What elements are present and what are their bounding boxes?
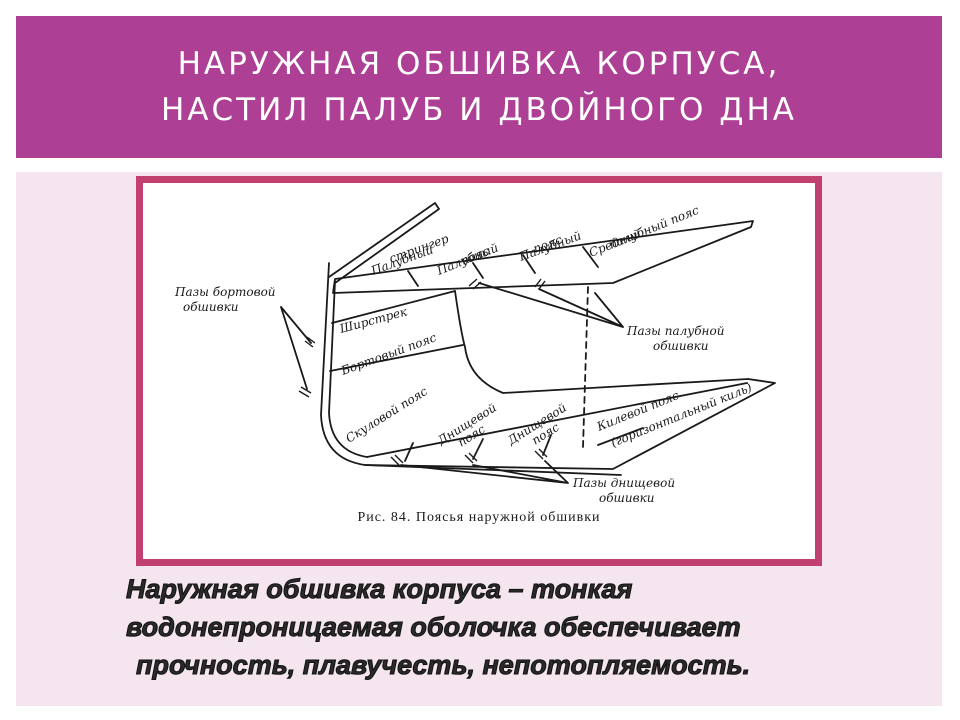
leader-deck-seams (478, 282, 624, 328)
slide-title-line-2: НАСТИЛ ПАЛУБ И ДВОЙНОГО ДНА (160, 92, 798, 128)
bottom-plating (364, 378, 776, 470)
label-deck-strake-1b: пояс (459, 244, 492, 268)
deck-seam-line-3 (522, 254, 536, 274)
slide-title-line-1: НАРУЖНАЯ ОБШИВКА КОРПУСА, (177, 46, 781, 82)
leader-bottom-seams (400, 460, 569, 484)
deck-outline (332, 220, 754, 294)
seam-mark-7 (534, 448, 548, 460)
side-seam-2 (329, 344, 464, 372)
label-middle-deck-2: палубный пояс (607, 203, 701, 252)
figure-caption: Рис. 84. Поясья наружной обшивки (357, 510, 601, 525)
seam-mark-1 (304, 336, 316, 348)
statement-line-3: прочность, плавучесть, непотопляемость. (136, 650, 751, 681)
seam-mark-3 (468, 278, 482, 290)
label-sheer-strake: Ширстрек (337, 304, 409, 336)
centerline-dashed (582, 286, 589, 448)
bottom-seam-2 (472, 438, 484, 460)
side-shell-inner (328, 280, 368, 458)
figure-frame: Пазы бортовой обшивки Палубный стрингер … (136, 176, 822, 566)
seam-mark-6 (464, 452, 478, 464)
title-band: НАРУЖНАЯ ОБШИВКА КОРПУСА, НАСТИЛ ПАЛУБ И… (16, 16, 942, 158)
label-side-strake: Бортовый пояс (338, 330, 438, 378)
label-side-seams-2: обшивки (183, 300, 239, 314)
leader-side-seams (280, 306, 312, 390)
label-deck-seams-2: обшивки (653, 339, 709, 353)
label-bottom-seams-1: Пазы днищевой (572, 476, 675, 490)
seam-mark-2 (298, 386, 312, 398)
bottom-seam-3 (542, 434, 552, 456)
label-side-seams-1: Пазы бортовой (174, 285, 276, 299)
seam-mark-4 (534, 278, 546, 290)
deck-seam-line-4 (582, 246, 599, 268)
statement-line-2: водонепроницаемая оболочка обеспечивает (126, 612, 742, 643)
bilge-seam (366, 382, 748, 458)
stringer-top (328, 202, 440, 284)
label-bilge-strake: Скуловой пояс (343, 384, 430, 446)
bottom-seam-4 (597, 427, 644, 446)
side-cut-edge (454, 290, 749, 394)
label-deck-seams-1: Пазы палубной (626, 324, 724, 338)
side-seam-1 (331, 290, 456, 324)
statement-line-1: Наружная обшивка корпуса – тонкая (126, 574, 633, 605)
statement: Наружная обшивка корпуса – тонкая водоне… (126, 570, 926, 684)
side-shell-outer (320, 262, 622, 476)
seam-mark-5 (390, 454, 404, 466)
bottom-seam-1 (404, 442, 414, 462)
deck-seam-line-1 (407, 270, 419, 287)
deck-seam-line-2 (472, 262, 484, 279)
hull-plating-diagram: Пазы бортовой обшивки Палубный стрингер … (174, 202, 776, 505)
label-bottom-seams-2: обшивки (599, 491, 655, 505)
